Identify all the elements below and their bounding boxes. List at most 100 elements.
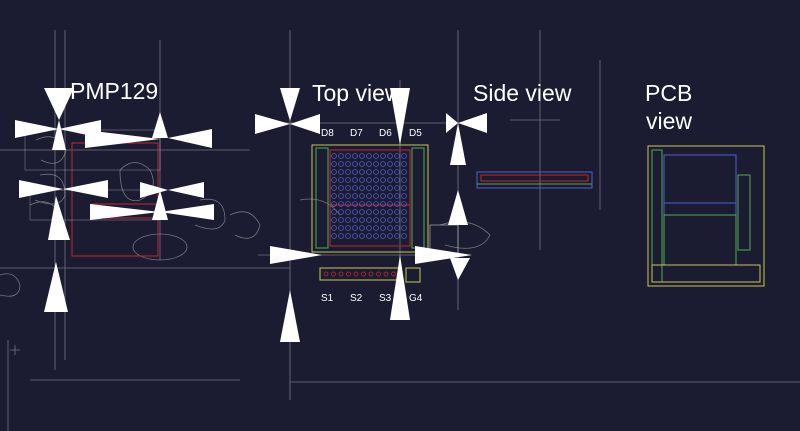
pad-dot <box>387 201 393 207</box>
pad-dot <box>331 209 337 215</box>
pad-dot <box>338 225 344 231</box>
pad-dot <box>387 233 393 239</box>
pad-dot <box>387 161 393 167</box>
pad-dot <box>373 193 379 199</box>
pin-label-s3: S3 <box>379 293 392 304</box>
pad-dot <box>380 161 386 167</box>
bump-dot <box>331 271 336 277</box>
bump-dot <box>338 271 344 277</box>
pad-dot <box>338 217 344 223</box>
pad-dot <box>394 177 400 183</box>
pad-dot <box>401 201 407 207</box>
pad-dot <box>359 193 365 199</box>
pad-dot <box>394 233 400 239</box>
pad-dot <box>401 153 407 159</box>
pad-dot <box>338 193 344 199</box>
pin-label-d7: D7 <box>350 128 363 139</box>
pcb-view-title-line1: PCB <box>645 80 693 106</box>
bump-dot <box>323 271 329 277</box>
bump-dot <box>353 271 359 277</box>
pad-dot <box>331 169 337 175</box>
pad-dot <box>345 169 351 175</box>
pad-dot <box>380 185 386 191</box>
pad-dot <box>352 153 358 159</box>
bump-dot <box>391 271 396 277</box>
package-title: PMP129 <box>70 78 159 104</box>
pad-dot <box>394 209 400 215</box>
pad-dot <box>345 153 351 159</box>
pin-label-s1: S1 <box>321 293 334 304</box>
bump-dot <box>346 271 351 277</box>
pad-dot <box>387 153 393 159</box>
pad-dot <box>366 225 372 231</box>
pad-dot <box>352 185 358 191</box>
pad-dot <box>366 193 372 199</box>
pad-dot <box>401 209 407 215</box>
sketch-curves <box>0 136 491 355</box>
pad-dot <box>394 169 400 175</box>
pad-dot <box>352 193 358 199</box>
pad-dot <box>380 153 386 159</box>
pad-dot <box>387 217 393 223</box>
pad-dot <box>345 201 351 207</box>
side-view-title: Side view <box>473 80 572 106</box>
pad-dot <box>359 233 365 239</box>
pad-dot <box>331 193 337 199</box>
pad-dot <box>366 169 372 175</box>
pad-dot <box>394 193 400 199</box>
pad-dot <box>373 225 379 231</box>
bump-dot <box>361 271 366 277</box>
pad-dot <box>331 161 337 167</box>
pad-dot <box>373 209 379 215</box>
pad-dot <box>373 177 379 183</box>
pad-dot <box>366 201 372 207</box>
pin-label-s2: S2 <box>350 293 363 304</box>
pad-dot <box>373 153 379 159</box>
pad-dot <box>401 169 407 175</box>
pad-dot <box>373 201 379 207</box>
pad-dot <box>359 161 365 167</box>
pad-dot <box>338 153 344 159</box>
pad-dot <box>387 209 393 215</box>
pad-dot <box>338 161 344 167</box>
pad-dot <box>401 185 407 191</box>
bump-dot <box>376 271 381 277</box>
pad-dot <box>387 193 393 199</box>
pin-label-d5: D5 <box>409 128 422 139</box>
pad-dot <box>366 153 372 159</box>
pad-dot <box>345 161 351 167</box>
pad-dot <box>401 217 407 223</box>
pad-dot <box>366 185 372 191</box>
pad-dot <box>380 193 386 199</box>
pad-dot <box>331 201 337 207</box>
pad-dot <box>394 225 400 231</box>
pad-dot <box>345 185 351 191</box>
top-view-pad-grid <box>331 153 407 239</box>
pad-dot <box>387 185 393 191</box>
pad-dot <box>331 225 337 231</box>
pad-dot <box>401 233 407 239</box>
pad-dot <box>359 209 365 215</box>
pad-dot <box>345 209 351 215</box>
pad-dot <box>352 201 358 207</box>
pad-dot <box>394 201 400 207</box>
pad-dot <box>373 169 379 175</box>
pad-dot <box>359 185 365 191</box>
pad-dot <box>401 193 407 199</box>
pad-dot <box>366 177 372 183</box>
pad-dot <box>359 169 365 175</box>
pin-label-d8: D8 <box>321 128 334 139</box>
pad-dot <box>345 233 351 239</box>
pad-dot <box>380 225 386 231</box>
pad-dot <box>359 153 365 159</box>
pad-dot <box>338 185 344 191</box>
pad-dot <box>366 233 372 239</box>
pad-dot <box>359 177 365 183</box>
pad-dot <box>380 177 386 183</box>
bump-dot <box>368 271 374 277</box>
dimension-markers-top-view <box>255 88 487 342</box>
pad-dot <box>331 185 337 191</box>
pad-dot <box>373 185 379 191</box>
pcb-view-layout <box>647 145 765 287</box>
pad-dot <box>359 217 365 223</box>
